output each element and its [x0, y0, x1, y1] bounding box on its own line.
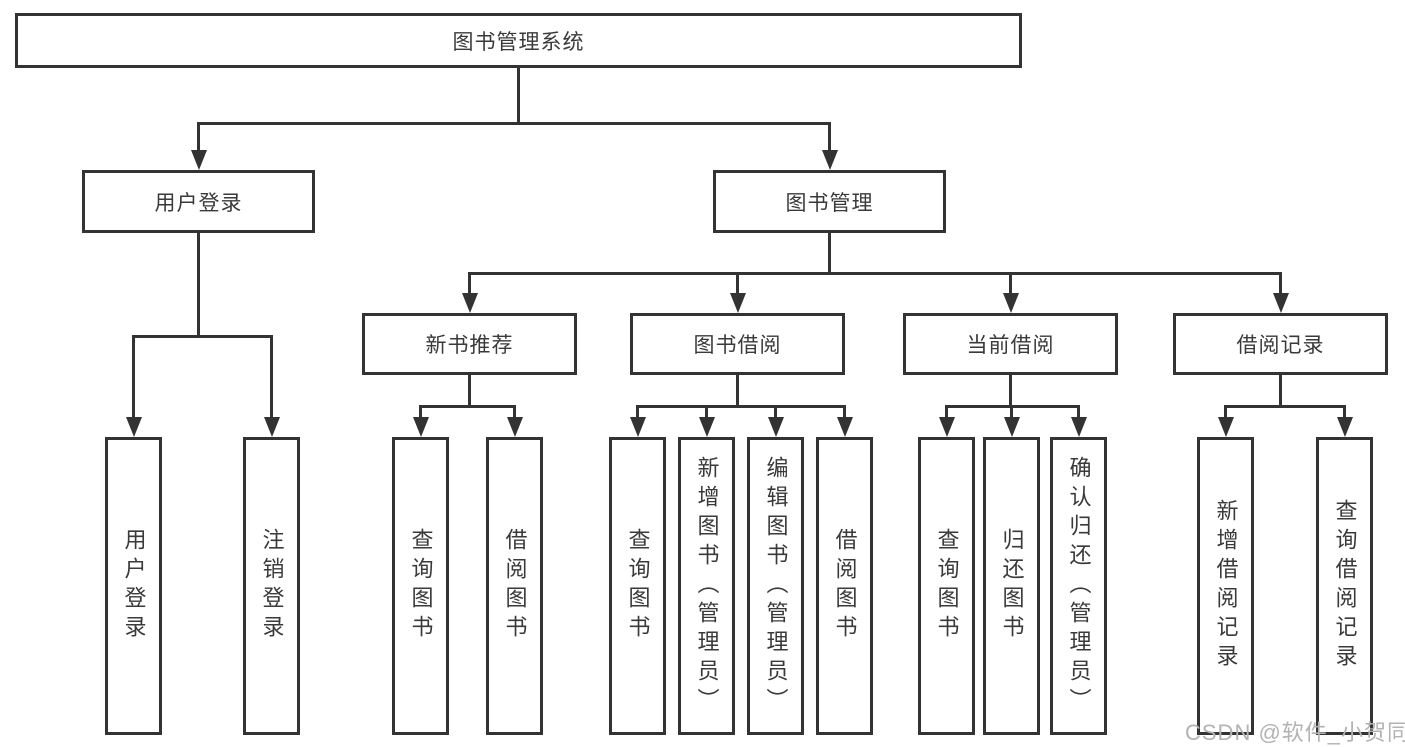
leaf-query-books-3: 查询图书 [918, 437, 975, 735]
connector-l1-split [197, 122, 831, 125]
connector-stem [1077, 405, 1080, 419]
connector-group1-split [636, 405, 846, 408]
arrowhead-icon [461, 293, 478, 313]
connector-stem [774, 405, 777, 419]
leaf-query-books-2: 查询图书 [609, 437, 666, 735]
connector-stem [843, 405, 846, 419]
connector-group3-split [1224, 405, 1346, 408]
arrowhead-icon [938, 417, 955, 437]
arrowhead-icon [698, 417, 715, 437]
arrowhead-icon [729, 293, 746, 313]
connector-group0-trunk [468, 372, 471, 407]
connector-stem-login-child-1 [270, 335, 273, 419]
arrowhead-icon [767, 417, 784, 437]
connector-login-split [132, 335, 273, 338]
arrowhead-icon [1070, 417, 1087, 437]
connector-group1-trunk [736, 372, 739, 407]
node-group-current: 当前借阅 [903, 313, 1118, 375]
leaf-add-borrow-record: 新增借阅记录 [1197, 437, 1254, 735]
arrowhead-icon [1272, 293, 1289, 313]
node-group-new-books: 新书推荐 [362, 313, 577, 375]
connector-root-trunk [517, 66, 520, 122]
connector-group3-trunk [1279, 372, 1282, 407]
connector-stem-group-2 [1009, 272, 1012, 295]
arrowhead-icon [836, 417, 853, 437]
connector-stem-mgmt [828, 122, 831, 154]
connector-stem [1224, 405, 1227, 419]
leaf-add-books-admin: 新增图书（管理员） [678, 437, 735, 735]
arrowhead-icon [506, 417, 523, 437]
leaf-query-books-1: 查询图书 [392, 437, 449, 735]
leaf-query-borrow-record: 查询借阅记录 [1316, 437, 1373, 735]
connector-stem-login-child-0 [132, 335, 135, 419]
leaf-edit-books-admin: 编辑图书（管理员） [747, 437, 804, 735]
connector-stem [419, 405, 422, 419]
node-group-borrow: 图书借阅 [630, 313, 845, 375]
node-book-mgmt: 图书管理 [713, 170, 946, 233]
connector-stem-group-3 [1279, 272, 1282, 295]
leaf-confirm-return-admin: 确认归还（管理员） [1050, 437, 1107, 735]
connector-stem [636, 405, 639, 419]
arrowhead-icon [263, 417, 280, 437]
arrowhead-icon [1002, 293, 1019, 313]
arrowhead-icon [1336, 417, 1353, 437]
connector-stem [1010, 405, 1013, 419]
arrowhead-icon [412, 417, 429, 437]
arrowhead-icon [190, 150, 207, 170]
node-group-records: 借阅记录 [1173, 313, 1388, 375]
node-root: 图书管理系统 [15, 13, 1022, 68]
connector-l3-split [468, 272, 1282, 275]
connector-stem [513, 405, 516, 419]
leaf-borrow-books-2: 借阅图书 [816, 437, 873, 735]
arrowhead-icon [125, 417, 142, 437]
node-user-login: 用户登录 [82, 170, 315, 233]
connector-stem [705, 405, 708, 419]
leaf-user-login: 用户登录 [105, 437, 162, 735]
connector-stem-group-0 [468, 272, 471, 295]
connector-stem [945, 405, 948, 419]
arrowhead-icon [821, 150, 838, 170]
connector-mgmt-trunk [828, 230, 831, 274]
arrowhead-icon [1217, 417, 1234, 437]
connector-login-trunk [197, 230, 200, 335]
csdn-watermark: CSDN @软件_小贺同学 [1185, 720, 1405, 745]
arrowhead-icon [1003, 417, 1020, 437]
connector-stem [1343, 405, 1346, 419]
leaf-return-books: 归还图书 [983, 437, 1040, 735]
connector-group2-trunk [1009, 372, 1012, 407]
connector-group0-split [419, 405, 516, 408]
connector-stem-login [197, 122, 200, 154]
arrowhead-icon [629, 417, 646, 437]
connector-stem-group-1 [736, 272, 739, 295]
leaf-borrow-books-1: 借阅图书 [486, 437, 543, 735]
leaf-logout: 注销登录 [243, 437, 300, 735]
